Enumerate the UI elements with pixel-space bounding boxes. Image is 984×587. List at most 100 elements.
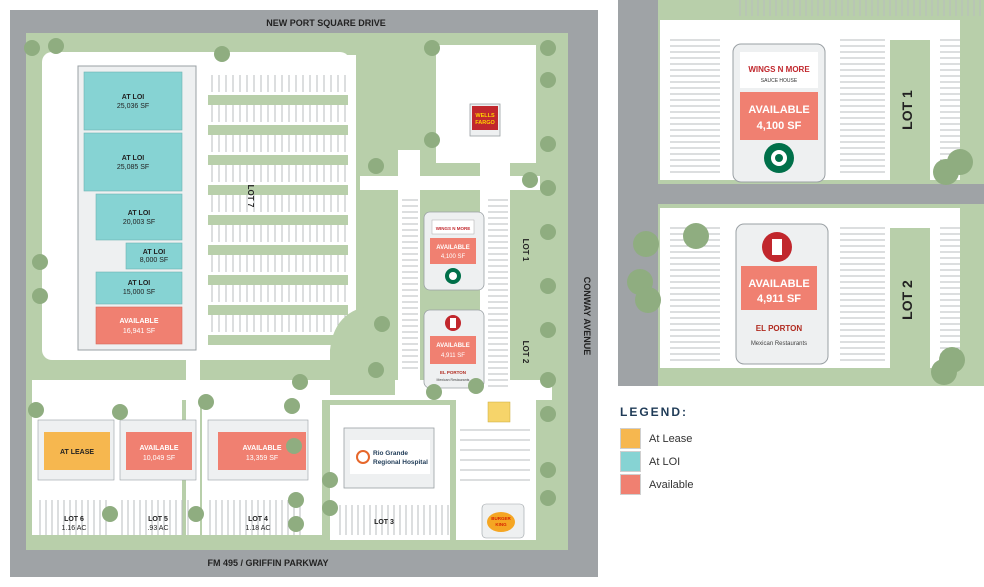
lot6-name: LOT 6 xyxy=(64,516,84,523)
tree-icon xyxy=(947,149,973,175)
detail-el-porton-tag: Mexican Restaurants xyxy=(751,341,807,347)
access-road-south xyxy=(32,380,552,400)
access-road-mid xyxy=(360,176,540,190)
detail-parking-stripes xyxy=(670,0,981,361)
road-label-north: NEW PORT SQUARE DRIVE xyxy=(266,18,386,28)
detail-suite2-status: AVAILABLE xyxy=(748,278,809,290)
space-loi-25036 xyxy=(83,71,183,131)
tree-icon xyxy=(540,406,556,422)
tree-icon xyxy=(540,278,556,294)
hospital-line2: Regional Hospital xyxy=(373,459,428,466)
drive-aisle-east xyxy=(480,150,510,400)
lot2-el-porton-tag: Mexican Restaurants xyxy=(437,378,470,382)
space-sf-2: 25,085 SF xyxy=(117,164,149,171)
tree-icon xyxy=(540,136,556,152)
pad-lot6-at-lease xyxy=(44,432,110,470)
drive-aisle-vertical xyxy=(398,150,420,380)
space-sf-1: 25,036 SF xyxy=(117,103,149,110)
space-loi-20003 xyxy=(95,193,183,241)
lot7-label: LOT 7 xyxy=(246,185,255,208)
burger-king-logo xyxy=(487,512,515,532)
tree-icon xyxy=(540,322,556,338)
detail-trees xyxy=(627,149,973,385)
main-lot1-label: LOT 1 xyxy=(521,239,530,262)
tree-icon xyxy=(322,500,338,516)
legend-swatch-lease xyxy=(620,428,641,449)
pizza-pad xyxy=(487,401,511,423)
tree-icon xyxy=(540,224,556,240)
burger-king-line2: KING xyxy=(495,522,507,527)
detail-el-porton: EL PORTON xyxy=(756,324,803,333)
detail-wing-logo xyxy=(740,52,818,88)
legend-item-available: Available xyxy=(620,473,820,496)
lot5-size: .93 AC xyxy=(147,525,168,532)
tree-icon xyxy=(540,180,556,196)
detail-lot2-label: LOT 2 xyxy=(899,280,915,320)
pad-lot5-status: AVAILABLE xyxy=(139,445,178,452)
wells-fargo-line2: FARGO xyxy=(475,120,495,126)
tree-icon xyxy=(424,132,440,148)
lot6-size: 1.16 AC xyxy=(62,525,87,532)
space-labels: AT LOI 25,036 SF AT LOI 25,085 SF AT LOI… xyxy=(117,94,168,335)
lot1-available-sf: 4,100 SF xyxy=(441,254,466,260)
legend-label-loi: At LOI xyxy=(649,455,681,468)
tree-icon xyxy=(32,254,48,270)
space-status-2: AT LOI xyxy=(122,155,144,162)
tree-icon xyxy=(635,287,661,313)
space-loi-8000 xyxy=(125,242,183,270)
detail-suite1-sf: 4,100 SF xyxy=(757,120,802,132)
legend-item-loi: At LOI xyxy=(620,450,820,473)
lot2-available xyxy=(430,336,476,364)
detail-wing-brand: WINGS N MORE xyxy=(748,65,810,74)
lot4-size: 1.18 AC xyxy=(246,525,271,532)
detail-suite1-available xyxy=(740,92,818,140)
detail-lot1-label: LOT 1 xyxy=(899,90,915,130)
space-loi-25085 xyxy=(83,132,183,192)
tree-icon xyxy=(468,378,484,394)
lot2-available-status: AVAILABLE xyxy=(436,343,469,349)
space-sf-6: 16,941 SF xyxy=(123,328,155,335)
wells-fargo-logo xyxy=(472,106,498,130)
burger-king-line1: BURGER xyxy=(491,516,511,521)
tree-icon xyxy=(939,347,965,373)
tree-icon xyxy=(214,46,230,62)
space-loi-15000 xyxy=(95,271,183,305)
detail-wing-sub: SAUCE HOUSE xyxy=(761,78,798,84)
space-available-16941 xyxy=(95,306,183,345)
detail-grass-right-top xyxy=(890,40,930,180)
pad-lot5-available xyxy=(126,432,192,470)
lot5-name: LOT 5 xyxy=(148,516,168,523)
detail-grass-strip xyxy=(706,0,984,20)
legend: LEGEND: At Lease At LOI Available xyxy=(620,405,820,496)
lot2-el-porton: EL PORTON xyxy=(440,370,466,375)
lot1-wing-brand-text: WINGS N MORE xyxy=(436,226,471,231)
south-lot-labels: LOT 6 1.16 AC LOT 5 .93 AC LOT 4 1.18 AC… xyxy=(62,516,394,532)
tree-icon xyxy=(288,516,304,532)
tree-icon xyxy=(540,372,556,388)
space-status-6: AVAILABLE xyxy=(119,318,158,325)
tree-icon xyxy=(188,506,204,522)
lot1-available xyxy=(430,238,476,264)
pad-lot5-sf: 10,049 SF xyxy=(143,455,175,462)
trees xyxy=(24,38,556,532)
tree-icon xyxy=(522,172,538,188)
tree-icon xyxy=(284,398,300,414)
tree-icon xyxy=(286,438,302,454)
legend-title: LEGEND: xyxy=(620,405,688,419)
tree-icon xyxy=(540,72,556,88)
space-status-5: AT LOI xyxy=(128,280,150,287)
tree-icon xyxy=(368,158,384,174)
space-status-4: AT LOI xyxy=(143,249,165,256)
tree-icon xyxy=(28,402,44,418)
tree-icon xyxy=(374,316,390,332)
tree-icon xyxy=(426,384,442,400)
legend-swatch-loi xyxy=(620,451,641,472)
legend-label-lease: At Lease xyxy=(649,432,693,445)
space-sf-3: 20,003 SF xyxy=(123,219,155,226)
tree-icon xyxy=(32,288,48,304)
detail-suite2-available xyxy=(741,266,817,310)
space-sf-5: 15,000 SF xyxy=(123,289,155,296)
tree-icon xyxy=(198,394,214,410)
detail-suite1-status: AVAILABLE xyxy=(748,104,809,116)
